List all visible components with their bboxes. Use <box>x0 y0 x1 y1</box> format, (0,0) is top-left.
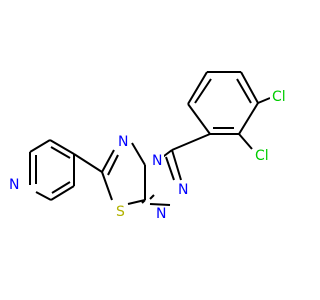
bond <box>238 102 259 135</box>
label-bg <box>7 177 21 193</box>
bond <box>149 194 155 200</box>
bond <box>49 139 75 155</box>
bond <box>171 133 211 151</box>
thiadiazole-nitrogen: N <box>118 134 128 150</box>
chlorine-top: Cl <box>272 89 286 105</box>
bond <box>101 171 113 201</box>
bond <box>171 149 182 181</box>
label-bg <box>154 206 168 222</box>
bond <box>141 199 146 204</box>
pyridine-nitrogen: N <box>9 177 19 193</box>
bond <box>165 156 175 181</box>
bond <box>187 71 208 105</box>
label-bg <box>176 182 190 198</box>
triazole-nitrogen: N <box>156 206 166 222</box>
bond <box>50 185 75 201</box>
bonds <box>29 71 271 206</box>
label-bg <box>270 89 292 105</box>
bond <box>194 78 212 104</box>
triazole-nitrogen: N <box>178 182 188 198</box>
bond <box>35 191 52 201</box>
bond <box>29 139 51 153</box>
bond <box>257 97 271 104</box>
bond <box>101 149 115 173</box>
bond <box>127 199 146 205</box>
sulfur: S <box>116 204 125 220</box>
label-bg <box>253 148 275 164</box>
bridgehead-nitrogen: N <box>152 153 162 169</box>
bond <box>187 103 211 135</box>
label-bg <box>114 204 128 220</box>
bond <box>51 181 71 194</box>
bond <box>73 153 103 173</box>
molecule-structure: N S N N N N Cl Cl <box>7 71 292 222</box>
label-bg <box>150 153 164 169</box>
bond <box>149 203 171 206</box>
atom-labels: N S N N N N Cl Cl <box>7 89 292 222</box>
bond <box>107 154 119 176</box>
label-bg <box>116 134 130 150</box>
chlorine-bottom: Cl <box>255 148 269 164</box>
bond <box>131 142 146 166</box>
bond <box>236 78 252 104</box>
bond <box>240 71 259 104</box>
bond <box>238 133 253 150</box>
bond <box>50 146 71 159</box>
